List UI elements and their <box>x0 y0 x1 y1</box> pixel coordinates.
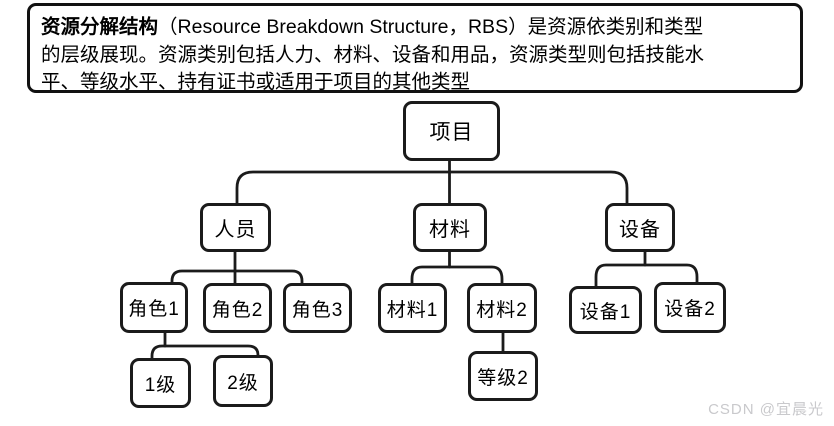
node-material1: 材料1 <box>378 283 447 333</box>
connector-equipments-horizontal <box>594 263 699 288</box>
connector-levels-horizontal <box>150 344 260 360</box>
node-material: 材料 <box>413 203 487 252</box>
node-role2: 角色2 <box>203 283 272 333</box>
node-equipment: 设备 <box>605 203 675 252</box>
csdn-watermark: CSDN @宜晨光 <box>708 401 824 418</box>
connector-materials-horizontal <box>410 265 504 285</box>
node-level2: 2级 <box>213 355 273 407</box>
description-line-1: 资源分解结构（Resource Breakdown Structure，RBS）… <box>41 14 789 42</box>
description-line-2: 的层级展现。资源类别包括人力、材料、设备和用品，资源类型则包括技能水 <box>41 43 705 66</box>
connector-roles-horizontal <box>170 269 304 285</box>
node-equipment1: 设备1 <box>569 286 642 334</box>
node-role1: 角色1 <box>120 282 188 333</box>
node-grade2: 等级2 <box>468 351 538 401</box>
node-role3: 角色3 <box>283 283 352 333</box>
node-equipment2: 设备2 <box>654 282 726 333</box>
node-project: 项目 <box>403 101 500 161</box>
node-level1: 1级 <box>130 358 191 408</box>
description-bold-lead: 资源分解结构 <box>41 16 159 38</box>
connector-project-personnel-equipment <box>235 170 629 205</box>
node-personnel: 人员 <box>200 203 271 252</box>
node-material2: 材料2 <box>467 283 537 333</box>
description-line-1-rest: （Resource Breakdown Structure，RBS）是资源依类别… <box>158 16 704 38</box>
description-line-3: 平、等级水平、持有证书或适用于项目的其他类型 <box>41 71 471 93</box>
description-panel: 资源分解结构（Resource Breakdown Structure，RBS）… <box>27 3 803 93</box>
